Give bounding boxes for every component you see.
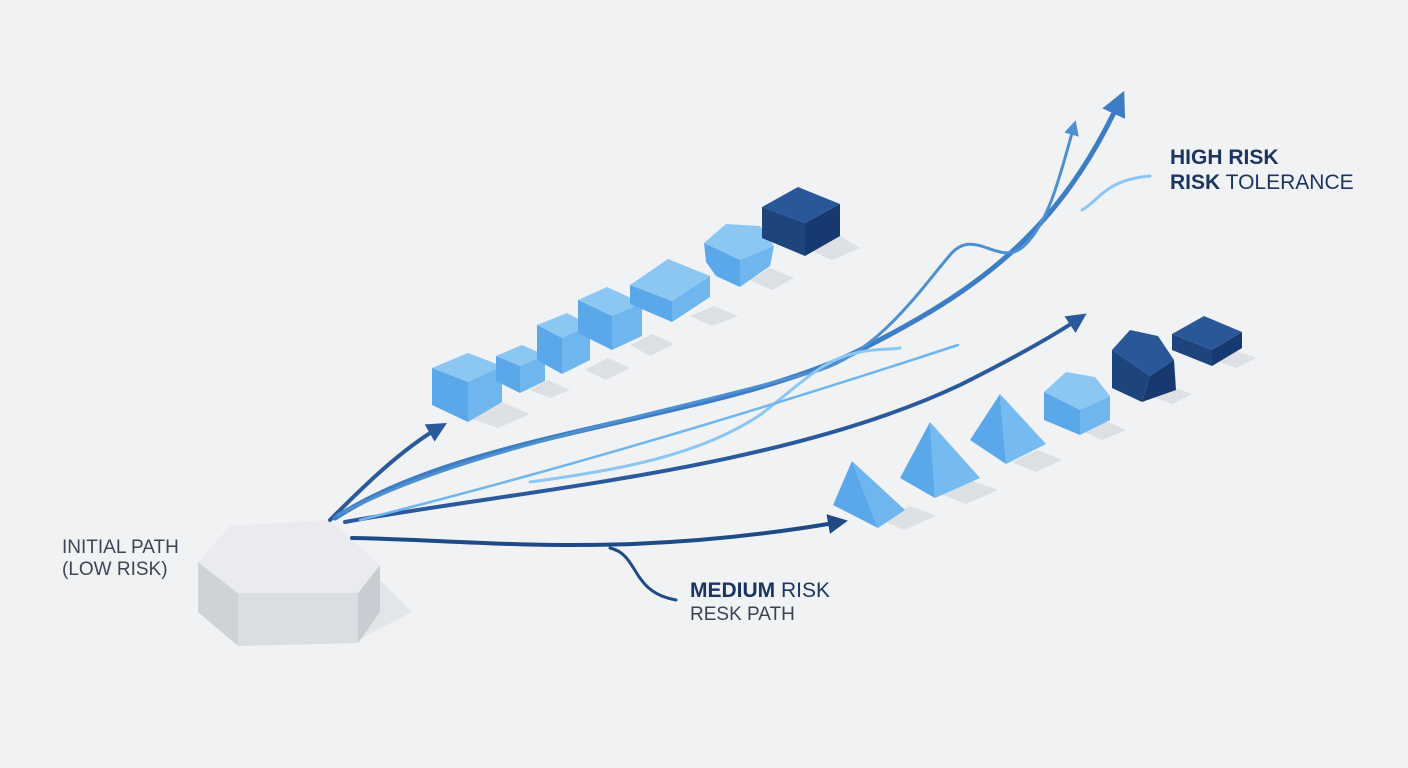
lower-prism-5 [1112, 330, 1176, 402]
medium-risk-label: MEDIUM RISK RESK PATH [690, 579, 830, 626]
initial-path-label: INITIAL PATH (LOW RISK) [62, 537, 179, 582]
upper-cube-2 [496, 345, 545, 393]
arrow-high-risk-secondary [336, 120, 1079, 517]
upper-cube-row [432, 187, 860, 428]
upper-cube-6 [704, 224, 774, 287]
lower-prism-4 [1044, 372, 1110, 435]
arrow-medium-upper [343, 313, 1087, 524]
high-risk-label: HIGH RISK RISK TOLERANCE [1170, 146, 1354, 196]
light-wave-line-2 [358, 343, 960, 522]
arrow-medium-lower [350, 514, 848, 548]
initial-path-line1: INITIAL PATH [62, 537, 179, 558]
lower-prism-3 [970, 394, 1046, 464]
medium-risk-path-text: RESK PATH [690, 603, 795, 625]
medium-risk-bold: MEDIUM [690, 579, 776, 602]
upper-cube-3 [537, 313, 590, 374]
high-risk-connector [1080, 174, 1152, 212]
upper-cube-4 [578, 287, 642, 350]
risk-tolerance-rest: TOLERANCE [1220, 170, 1354, 194]
light-wave-line [528, 346, 902, 484]
high-risk-bold: HIGH RISK [1170, 146, 1279, 169]
medium-risk-connector [608, 546, 678, 602]
medium-risk-rest: RISK [775, 579, 831, 602]
lower-prism-2 [900, 422, 980, 498]
lower-shape-row [833, 316, 1256, 530]
arrow-to-upper-row [328, 423, 447, 522]
lower-prism-1 [833, 461, 905, 528]
start-hexagon-block [198, 520, 412, 646]
risk-tolerance-bold: RISK [1170, 170, 1221, 194]
initial-path-line2: (LOW RISK) [62, 559, 168, 581]
upper-cube-1 [432, 353, 502, 422]
upper-cube-7 [762, 187, 840, 256]
lower-prism-6 [1172, 316, 1242, 366]
path-arrows [328, 90, 1152, 602]
upper-cube-5 [630, 259, 710, 322]
